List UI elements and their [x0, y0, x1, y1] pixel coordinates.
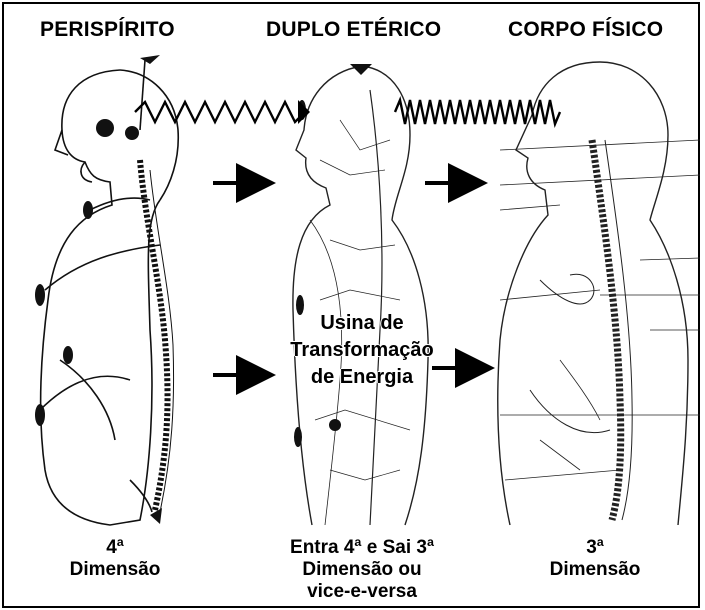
caption-left-line1: 4ª [40, 537, 190, 559]
wave-perispirito-to-eterico [135, 102, 305, 122]
duplo-eterico-figure [293, 66, 428, 525]
caption-right-line2: Dimensão [520, 559, 670, 581]
caption-center-line1: Entra 4ª e Sai 3ª [252, 537, 472, 559]
caption-left-line2: Dimensão [40, 559, 190, 581]
caption-left: 4ª Dimensão [40, 537, 190, 581]
center-label-line2: Transformação [262, 337, 462, 364]
caption-center-line2: Dimensão ou [252, 559, 472, 581]
center-label-line3: de Energia [262, 364, 462, 391]
caption-right: 3ª Dimensão [520, 537, 670, 581]
corpo-fisico-figure [498, 62, 700, 525]
caption-right-line1: 3ª [520, 537, 670, 559]
caption-center-line3: vice-e-versa [252, 581, 472, 603]
perispirito-nodes [35, 55, 162, 524]
center-label: Usina de Transformação de Energia [262, 310, 462, 391]
center-label-line1: Usina de [262, 310, 462, 337]
caption-center: Entra 4ª e Sai 3ª Dimensão ou vice-e-ver… [252, 537, 472, 603]
